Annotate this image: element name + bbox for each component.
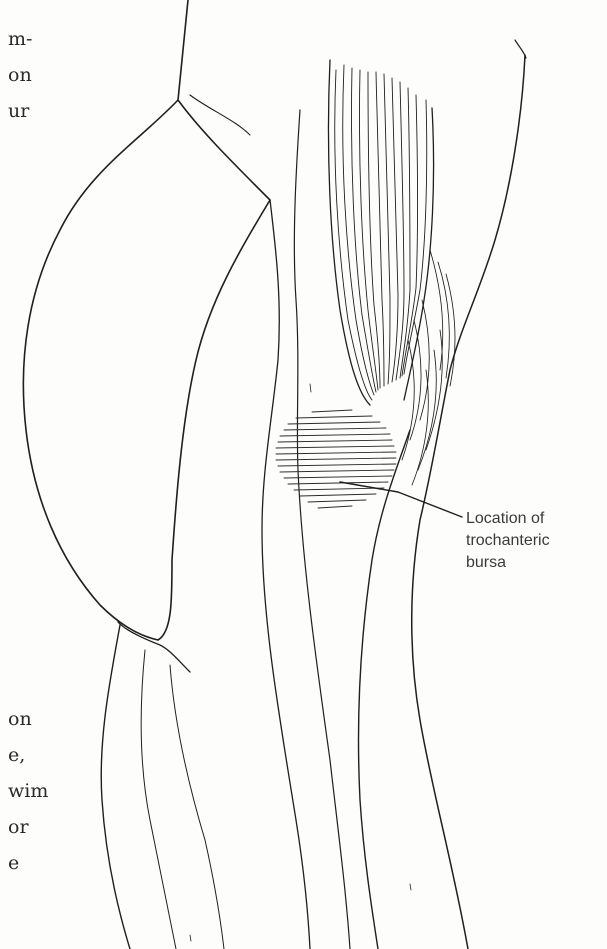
thigh-muscle-line — [170, 665, 224, 949]
tensor-fascia-fibres — [335, 65, 427, 400]
thigh-front-line — [359, 430, 411, 949]
thigh-center-line — [262, 200, 310, 949]
buttock-outline — [23, 0, 270, 640]
label-line: bursa — [466, 552, 550, 574]
detail-ticks — [190, 384, 411, 941]
outer-body-top — [515, 40, 526, 58]
thigh-back-contour — [101, 625, 130, 949]
label-line: Location of — [466, 508, 550, 530]
thigh-back-inner-line — [141, 650, 176, 949]
thigh-lateral-line — [294, 110, 350, 949]
gluteal-fold — [118, 622, 190, 672]
outer-body-contour — [412, 55, 525, 949]
label-line: trochanteric — [466, 530, 550, 552]
buttock-inner-contour — [190, 95, 250, 135]
trochanteric-bursa-hatch — [276, 410, 396, 508]
bursa-location-label: Location of trochanteric bursa — [466, 508, 550, 574]
callout-leader-line — [340, 482, 462, 517]
